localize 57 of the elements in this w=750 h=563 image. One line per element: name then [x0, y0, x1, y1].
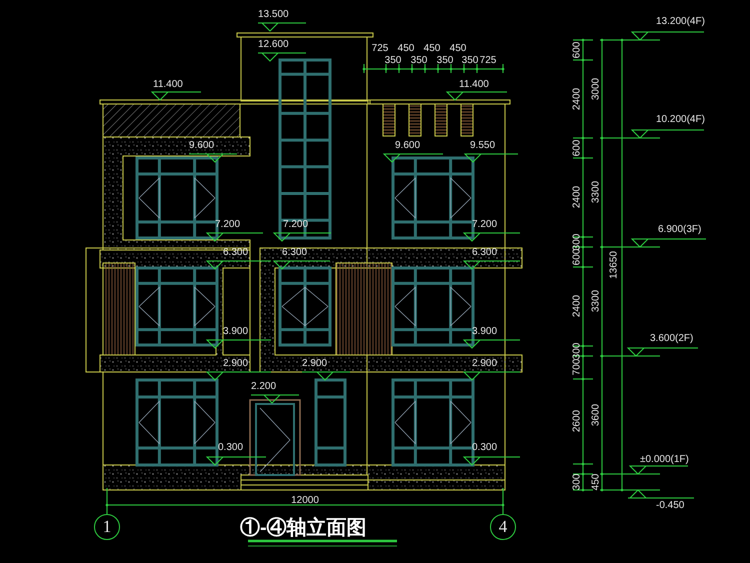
- elevation-label: 10.200(4F): [656, 114, 705, 125]
- elevation-label: 2.900: [472, 358, 498, 369]
- elevation-label: 13.200(4F): [656, 16, 705, 27]
- dimension-label: 350: [410, 55, 428, 66]
- axis-bubble: 4: [490, 514, 516, 540]
- elevation-label: 0.300: [218, 442, 244, 453]
- dimension-label: 350: [462, 55, 478, 66]
- elevation-label: 3.600(2F): [650, 333, 694, 344]
- dimension-label: 3000: [590, 78, 602, 100]
- dimension-label: 600: [572, 140, 582, 156]
- dimension-label: 3300: [590, 180, 602, 204]
- dimension-label: 450: [398, 43, 414, 54]
- elevation-label: 6.300: [282, 247, 308, 258]
- dimension-label: 300: [572, 474, 582, 490]
- elevation-label: 13.500: [258, 9, 289, 20]
- dimension-label: 300: [572, 342, 582, 360]
- elevation-label: 11.400: [153, 79, 183, 90]
- dimension-label: 450: [424, 43, 440, 54]
- elevation-label: 7.200: [215, 219, 240, 230]
- dimension-label: 450: [450, 43, 466, 54]
- elevation-label: 12.600: [258, 39, 289, 50]
- dimension-label: 725: [372, 43, 388, 54]
- elevation-label: 0.300: [472, 442, 498, 453]
- drawing-title: ①-④轴立面图: [240, 516, 367, 541]
- dimension-label: 450: [590, 474, 602, 490]
- elevation-label: 7.200: [472, 219, 498, 230]
- elevation-label: 9.550: [470, 140, 496, 151]
- dimension-label: 2600: [572, 410, 582, 432]
- elevation-label: 11.400: [459, 79, 489, 90]
- elevation-label: 6.900(3F): [658, 224, 702, 235]
- elevation-label: -0.450: [656, 500, 684, 511]
- dimension-label: 2400: [572, 294, 582, 318]
- elevation-label: 2.900: [302, 358, 328, 369]
- dimension-label: 700: [572, 358, 582, 376]
- dimension-label: 300: [572, 234, 582, 250]
- dimension-label: 350: [384, 55, 402, 66]
- dimension-label: 3600: [590, 404, 602, 426]
- elevation-label: 6.300: [472, 247, 498, 258]
- elevation-label: 3.900: [223, 326, 248, 337]
- elevation-label: 2.200: [251, 381, 276, 392]
- elevation-label: 2.900: [223, 358, 248, 369]
- dimension-label: 600: [572, 248, 582, 266]
- elevation-label: 9.600: [189, 140, 214, 151]
- axis-bubble: 1: [94, 514, 120, 540]
- dimension-label: 3300: [590, 290, 602, 312]
- dimension-label: 350: [436, 55, 454, 66]
- dimension-label: 12000: [291, 495, 319, 506]
- dimension-label: 2400: [572, 88, 582, 110]
- elevation-label: 3.900: [472, 326, 498, 337]
- dimension-label: 13650: [608, 251, 620, 279]
- elevation-label: 9.600: [395, 140, 420, 151]
- dimension-label: 725: [480, 55, 496, 66]
- dimension-label: 2400: [572, 186, 582, 208]
- elevation-label: ±0.000(1F): [640, 454, 689, 465]
- dimension-label: 600: [572, 42, 582, 58]
- elevation-label: 7.200: [283, 219, 308, 230]
- elevation-label: 6.300: [223, 247, 248, 258]
